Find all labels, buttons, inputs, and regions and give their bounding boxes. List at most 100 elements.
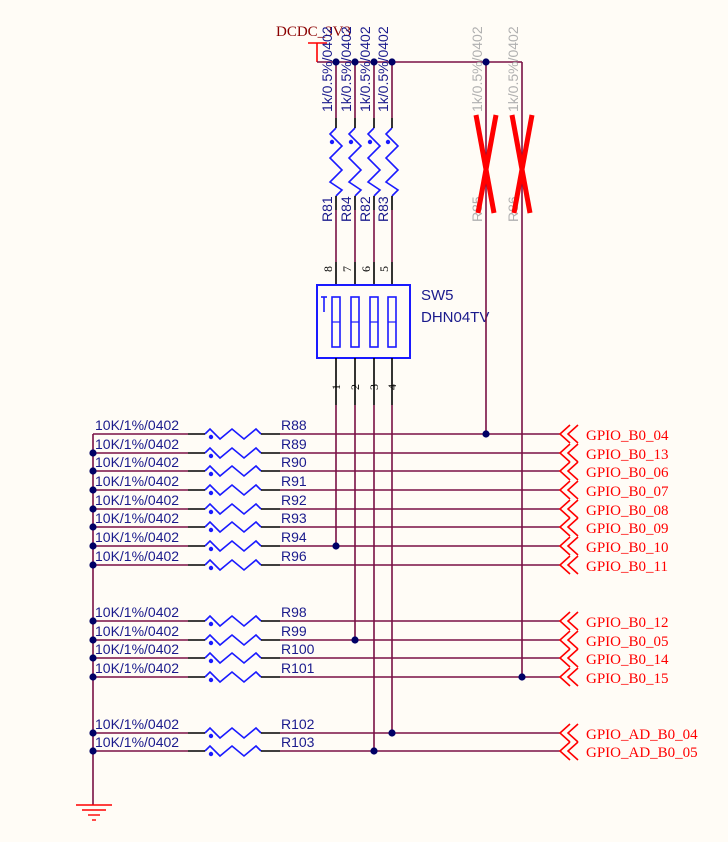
resistor-r103: [204, 744, 262, 758]
junction-dot: [89, 729, 97, 737]
resistor-zigzag-icon: [204, 539, 262, 553]
pin1-dot: [208, 509, 214, 515]
junction-dot: [388, 729, 396, 737]
junction-dot: [482, 430, 490, 438]
net-label: GPIO_B0_15: [586, 671, 669, 687]
resistor-value: 10K/1%/0402: [95, 660, 179, 676]
resistor-value: 10K/1%/0402: [95, 454, 179, 470]
switch-reference: SW5: [421, 287, 454, 304]
port-chevron: [558, 611, 579, 631]
switch-pin-number: 5: [377, 266, 391, 272]
resistor-value: 10K/1%/0402: [95, 417, 179, 433]
resistor-r88: [204, 427, 262, 441]
resistor-zigzag-icon: [384, 127, 400, 197]
net-label: GPIO_B0_10: [586, 540, 669, 556]
net-port-icon: [558, 667, 579, 687]
net-port-icon: [558, 648, 579, 668]
resistor-value: 10K/1%/0402: [95, 716, 179, 732]
resistor-zigzag-icon: [204, 651, 262, 665]
port-chevron: [558, 648, 579, 668]
resistor-reference: R82: [357, 196, 373, 222]
net-port-icon: [558, 630, 579, 650]
resistor-zigzag-icon: [347, 127, 363, 197]
port-chevron: [558, 517, 579, 537]
dip-switch-body: [316, 284, 411, 359]
resistor-zigzag-icon: [204, 520, 262, 534]
dnp-cross-stroke: [475, 114, 499, 214]
port-chevron: [558, 443, 579, 463]
dnp-cross-icon: [509, 114, 535, 214]
pin1-dot: [208, 471, 214, 477]
junction-dot: [89, 542, 97, 550]
pin1-dot: [348, 139, 354, 145]
junction-dot: [89, 523, 97, 531]
resistor-value: 10K/1%/0402: [95, 734, 179, 750]
resistor-reference: R100: [281, 641, 315, 657]
port-chevron: [558, 667, 579, 687]
junction-dot: [370, 58, 378, 66]
port-chevron: [558, 480, 579, 500]
resistor-value: 1k/0.5%/0402: [357, 26, 373, 112]
switch-pin-number: 1: [329, 384, 343, 390]
resistor-zigzag-icon: [204, 446, 262, 460]
resistor-r82: [366, 127, 382, 197]
net-label: GPIO_B0_09: [586, 521, 669, 537]
junction-dot: [518, 673, 526, 681]
resistor-reference: R102: [281, 716, 315, 732]
pin1-dot: [208, 565, 214, 571]
resistor-reference: R89: [281, 436, 307, 452]
switch-pin-number: 3: [367, 384, 381, 390]
net-label: GPIO_B0_06: [586, 465, 669, 481]
resistor-value: 10K/1%/0402: [95, 623, 179, 639]
pin1-dot: [208, 733, 214, 739]
resistor-zigzag-icon: [204, 558, 262, 572]
junction-dot: [89, 449, 97, 457]
net-port-icon: [558, 443, 579, 463]
resistor-reference: R84: [338, 196, 354, 222]
port-chevron: [558, 741, 579, 761]
ground-icon: [76, 804, 112, 821]
net-label: GPIO_B0_08: [586, 503, 669, 519]
junction-dot: [89, 673, 97, 681]
resistor-r81: [328, 127, 344, 197]
resistor-zigzag-icon: [204, 464, 262, 478]
resistor-reference: R91: [281, 473, 307, 489]
net-label: GPIO_B0_11: [586, 559, 668, 575]
resistor-zigzag-icon: [204, 726, 262, 740]
net-label: GPIO_B0_12: [586, 615, 669, 631]
net-port-icon: [558, 611, 579, 631]
net-label: GPIO_AD_B0_05: [586, 745, 698, 761]
port-chevron: [558, 461, 579, 481]
resistor-value: 10K/1%/0402: [95, 473, 179, 489]
resistor-zigzag-icon: [204, 614, 262, 628]
resistor-zigzag-icon: [204, 670, 262, 684]
junction-dot: [89, 561, 97, 569]
switch-pin-number: 4: [385, 384, 399, 390]
net-port-icon: [558, 499, 579, 519]
pin1-dot: [208, 677, 214, 683]
junction-dot: [482, 58, 490, 66]
junction-dot: [89, 636, 97, 644]
switch-pin-number: 2: [348, 384, 362, 390]
resistor-reference: R88: [281, 417, 307, 433]
resistor-value: 1k/0.5%/0402: [375, 26, 391, 112]
net-port-icon: [558, 723, 579, 743]
net-port-icon: [558, 741, 579, 761]
port-chevron: [558, 536, 579, 556]
resistor-r96: [204, 558, 262, 572]
pin1-dot: [208, 751, 214, 757]
resistor-value: 1k/0.5%/0402: [469, 26, 485, 112]
port-chevron: [558, 555, 579, 575]
resistor-r99: [204, 633, 262, 647]
resistor-value: 10K/1%/0402: [95, 492, 179, 508]
net-label: GPIO_B0_14: [586, 652, 669, 668]
net-port-icon: [558, 555, 579, 575]
net-port-icon: [558, 517, 579, 537]
junction-dot: [89, 617, 97, 625]
net-port-icon: [558, 424, 579, 444]
resistor-reference: R98: [281, 604, 307, 620]
resistor-reference: R92: [281, 492, 307, 508]
junction-dot: [89, 747, 97, 755]
